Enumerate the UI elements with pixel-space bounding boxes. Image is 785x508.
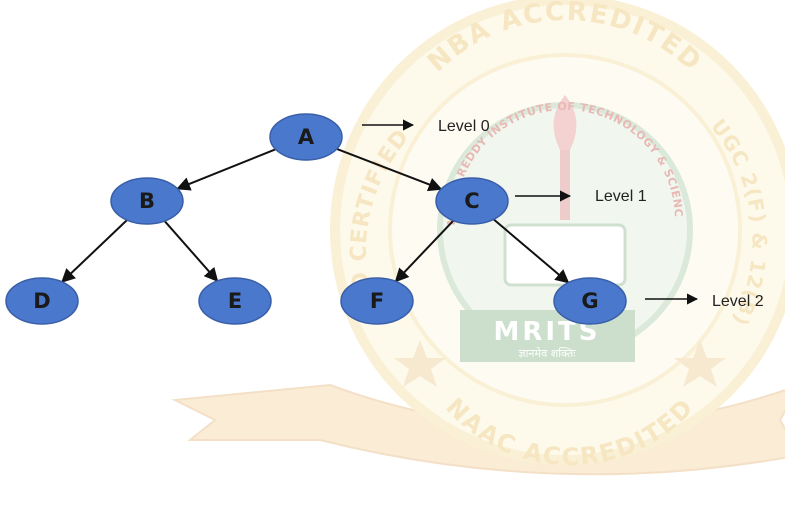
watermark-outer-ring [330,0,785,465]
watermark-ribbon [171,383,785,476]
watermark-star-icon [674,340,726,387]
level-0-label: Level 0 [438,118,490,135]
node-c-label: C [464,189,479,213]
node-g-label: G [581,289,598,313]
watermark-star-icon [394,340,446,387]
watermark-torch-icon [553,95,577,150]
level-2-label: Level 2 [712,293,764,310]
tree-nodes: A B C D E F G [5,113,627,325]
tree-edges [61,147,570,284]
level-labels: Level 0 Level 1 Level 2 [438,118,764,310]
node-g: G [553,277,627,325]
node-c: C [435,177,509,225]
node-d: D [5,277,79,325]
node-f-circle [340,277,414,325]
edge-a-b [176,148,276,191]
watermark-inner-ring [437,102,693,358]
node-b: B [110,177,184,225]
node-f-label: F [370,289,384,313]
edge-b-d [61,219,128,283]
node-a-label: A [298,125,315,149]
node-d-label: D [33,289,50,313]
node-a: A [269,113,343,161]
node-a-circle [269,113,343,161]
node-d-circle [5,277,79,325]
node-b-circle [110,177,184,225]
node-c-circle [435,177,509,225]
edge-c-g [493,218,570,284]
node-g-circle [553,277,627,325]
node-f: F [340,277,414,325]
edge-c-f [394,219,455,283]
node-e: E [198,277,272,325]
watermark-middle-ring [388,53,742,407]
level-arrows [362,119,699,305]
watermark-seal: NBA ACCREDITED NAAC ACCREDITED ISO CERTI… [0,0,785,476]
node-e-label: E [228,289,242,313]
node-b-label: B [139,189,155,213]
level-1-label: Level 1 [595,188,647,205]
watermark-book [503,223,627,287]
watermark-torch-handle [560,150,570,220]
node-e-circle [198,277,272,325]
edge-a-c [336,147,443,192]
edge-b-e [163,220,219,283]
watermark-motto: ज्ञानमेव शक्तिः [519,347,577,360]
